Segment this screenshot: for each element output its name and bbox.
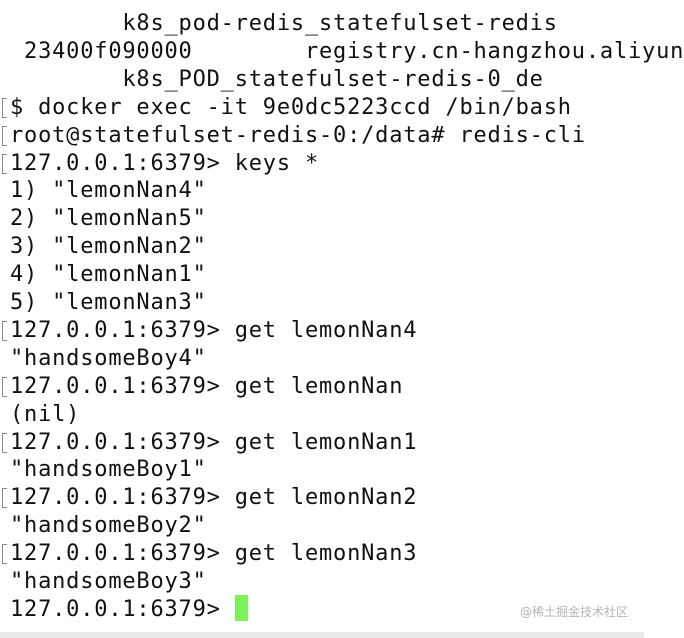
terminal-line: 3) "lemonNan2" [10, 233, 207, 261]
line-mark-bracket [2, 153, 7, 174]
terminal-line-text: "handsomeBoy1" [10, 457, 207, 483]
line-mark-bracket [2, 320, 7, 341]
terminal-line-text: 127.0.0.1:6379> get lemonNan3 [10, 541, 418, 567]
terminal-line: k8s_POD_statefulset-redis-0_de [10, 66, 544, 94]
line-mark-bracket [2, 488, 7, 509]
terminal-line: "handsomeBoy3" [10, 568, 207, 596]
terminal-line: 127.0.0.1:6379> get lemonNan [10, 373, 403, 401]
terminal-line-text: 127.0.0.1:6379> keys * [10, 150, 319, 176]
terminal-line-text: 127.0.0.1:6379> get lemonNan2 [10, 485, 418, 511]
terminal-line-text: "handsomeBoy3" [10, 569, 207, 594]
terminal-line: 127.0.0.1:6379> [10, 594, 248, 624]
terminal-line: 127.0.0.1:6379> get lemonNan3 [10, 540, 417, 568]
line-mark-bracket [2, 125, 7, 146]
terminal-line-text: "handsomeBoy2" [10, 513, 207, 539]
terminal-line: 2) "lemonNan5" [10, 205, 207, 233]
terminal-line-text: root@statefulset-redis-0:/data# redis-cl… [10, 122, 586, 148]
terminal-line: 127.0.0.1:6379> keys * [10, 150, 319, 178]
terminal-line-text: "handsomeBoy4" [10, 345, 207, 371]
terminal-line: root@statefulset-redis-0:/data# redis-cl… [10, 122, 586, 150]
terminal-line-text: k8s_POD_statefulset-redis-0_de [10, 66, 544, 92]
terminal-line-text: 127.0.0.1:6379> [10, 596, 235, 622]
terminal-line: (nil) [10, 401, 80, 429]
terminal-line-text: 1) "lemonNan4" [10, 178, 207, 204]
terminal-line-text: 127.0.0.1:6379> get lemonNan [10, 373, 404, 399]
terminal-line-text: 127.0.0.1:6379> get lemonNan1 [10, 429, 418, 455]
terminal-line-text: (nil) [10, 401, 81, 427]
terminal-line-text: 5) "lemonNan3" [10, 290, 207, 315]
terminal-line: $ docker exec -it 9e0dc5223ccd /bin/bash [10, 94, 572, 122]
terminal-line-text: 4) "lemonNan1" [10, 262, 207, 288]
line-mark-bracket [2, 97, 7, 118]
terminal-cursor[interactable] [234, 594, 248, 621]
terminal-line: 127.0.0.1:6379> get lemonNan2 [10, 484, 417, 512]
terminal-line: k8s_pod-redis_statefulset-redis [10, 10, 558, 38]
terminal-line: 4) "lemonNan1" [10, 261, 207, 289]
terminal-line-text: 2) "lemonNan5" [10, 206, 207, 232]
line-mark-bracket [2, 544, 7, 565]
terminal-line: 5) "lemonNan3" [10, 289, 207, 317]
terminal-line: 23400f090000 registry.cn-hangzhou.aliyun [10, 38, 684, 66]
terminal-line: 1) "lemonNan4" [10, 177, 207, 205]
terminal-line-text: k8s_pod-redis_statefulset-redis [10, 11, 558, 36]
line-mark-bracket [2, 376, 7, 397]
terminal-line: 127.0.0.1:6379> get lemonNan1 [10, 429, 417, 457]
terminal-line-text: 3) "lemonNan2" [10, 234, 207, 260]
terminal-line: "handsomeBoy1" [10, 456, 207, 484]
terminal-line-text: $ docker exec -it 9e0dc5223ccd /bin/bash [10, 94, 572, 120]
terminal-line-text: 23400f090000 registry.cn-hangzhou.aliyun [10, 38, 684, 64]
terminal-line: "handsomeBoy4" [10, 345, 207, 373]
terminal-line: "handsomeBoy2" [10, 512, 207, 540]
window-bottom-edge [0, 632, 644, 638]
line-mark-bracket [2, 432, 7, 453]
watermark: @稀土掘金技术社区 [519, 605, 628, 619]
terminal-line-text: 127.0.0.1:6379> get lemonNan4 [10, 317, 418, 343]
terminal-line: 127.0.0.1:6379> get lemonNan4 [10, 317, 417, 345]
